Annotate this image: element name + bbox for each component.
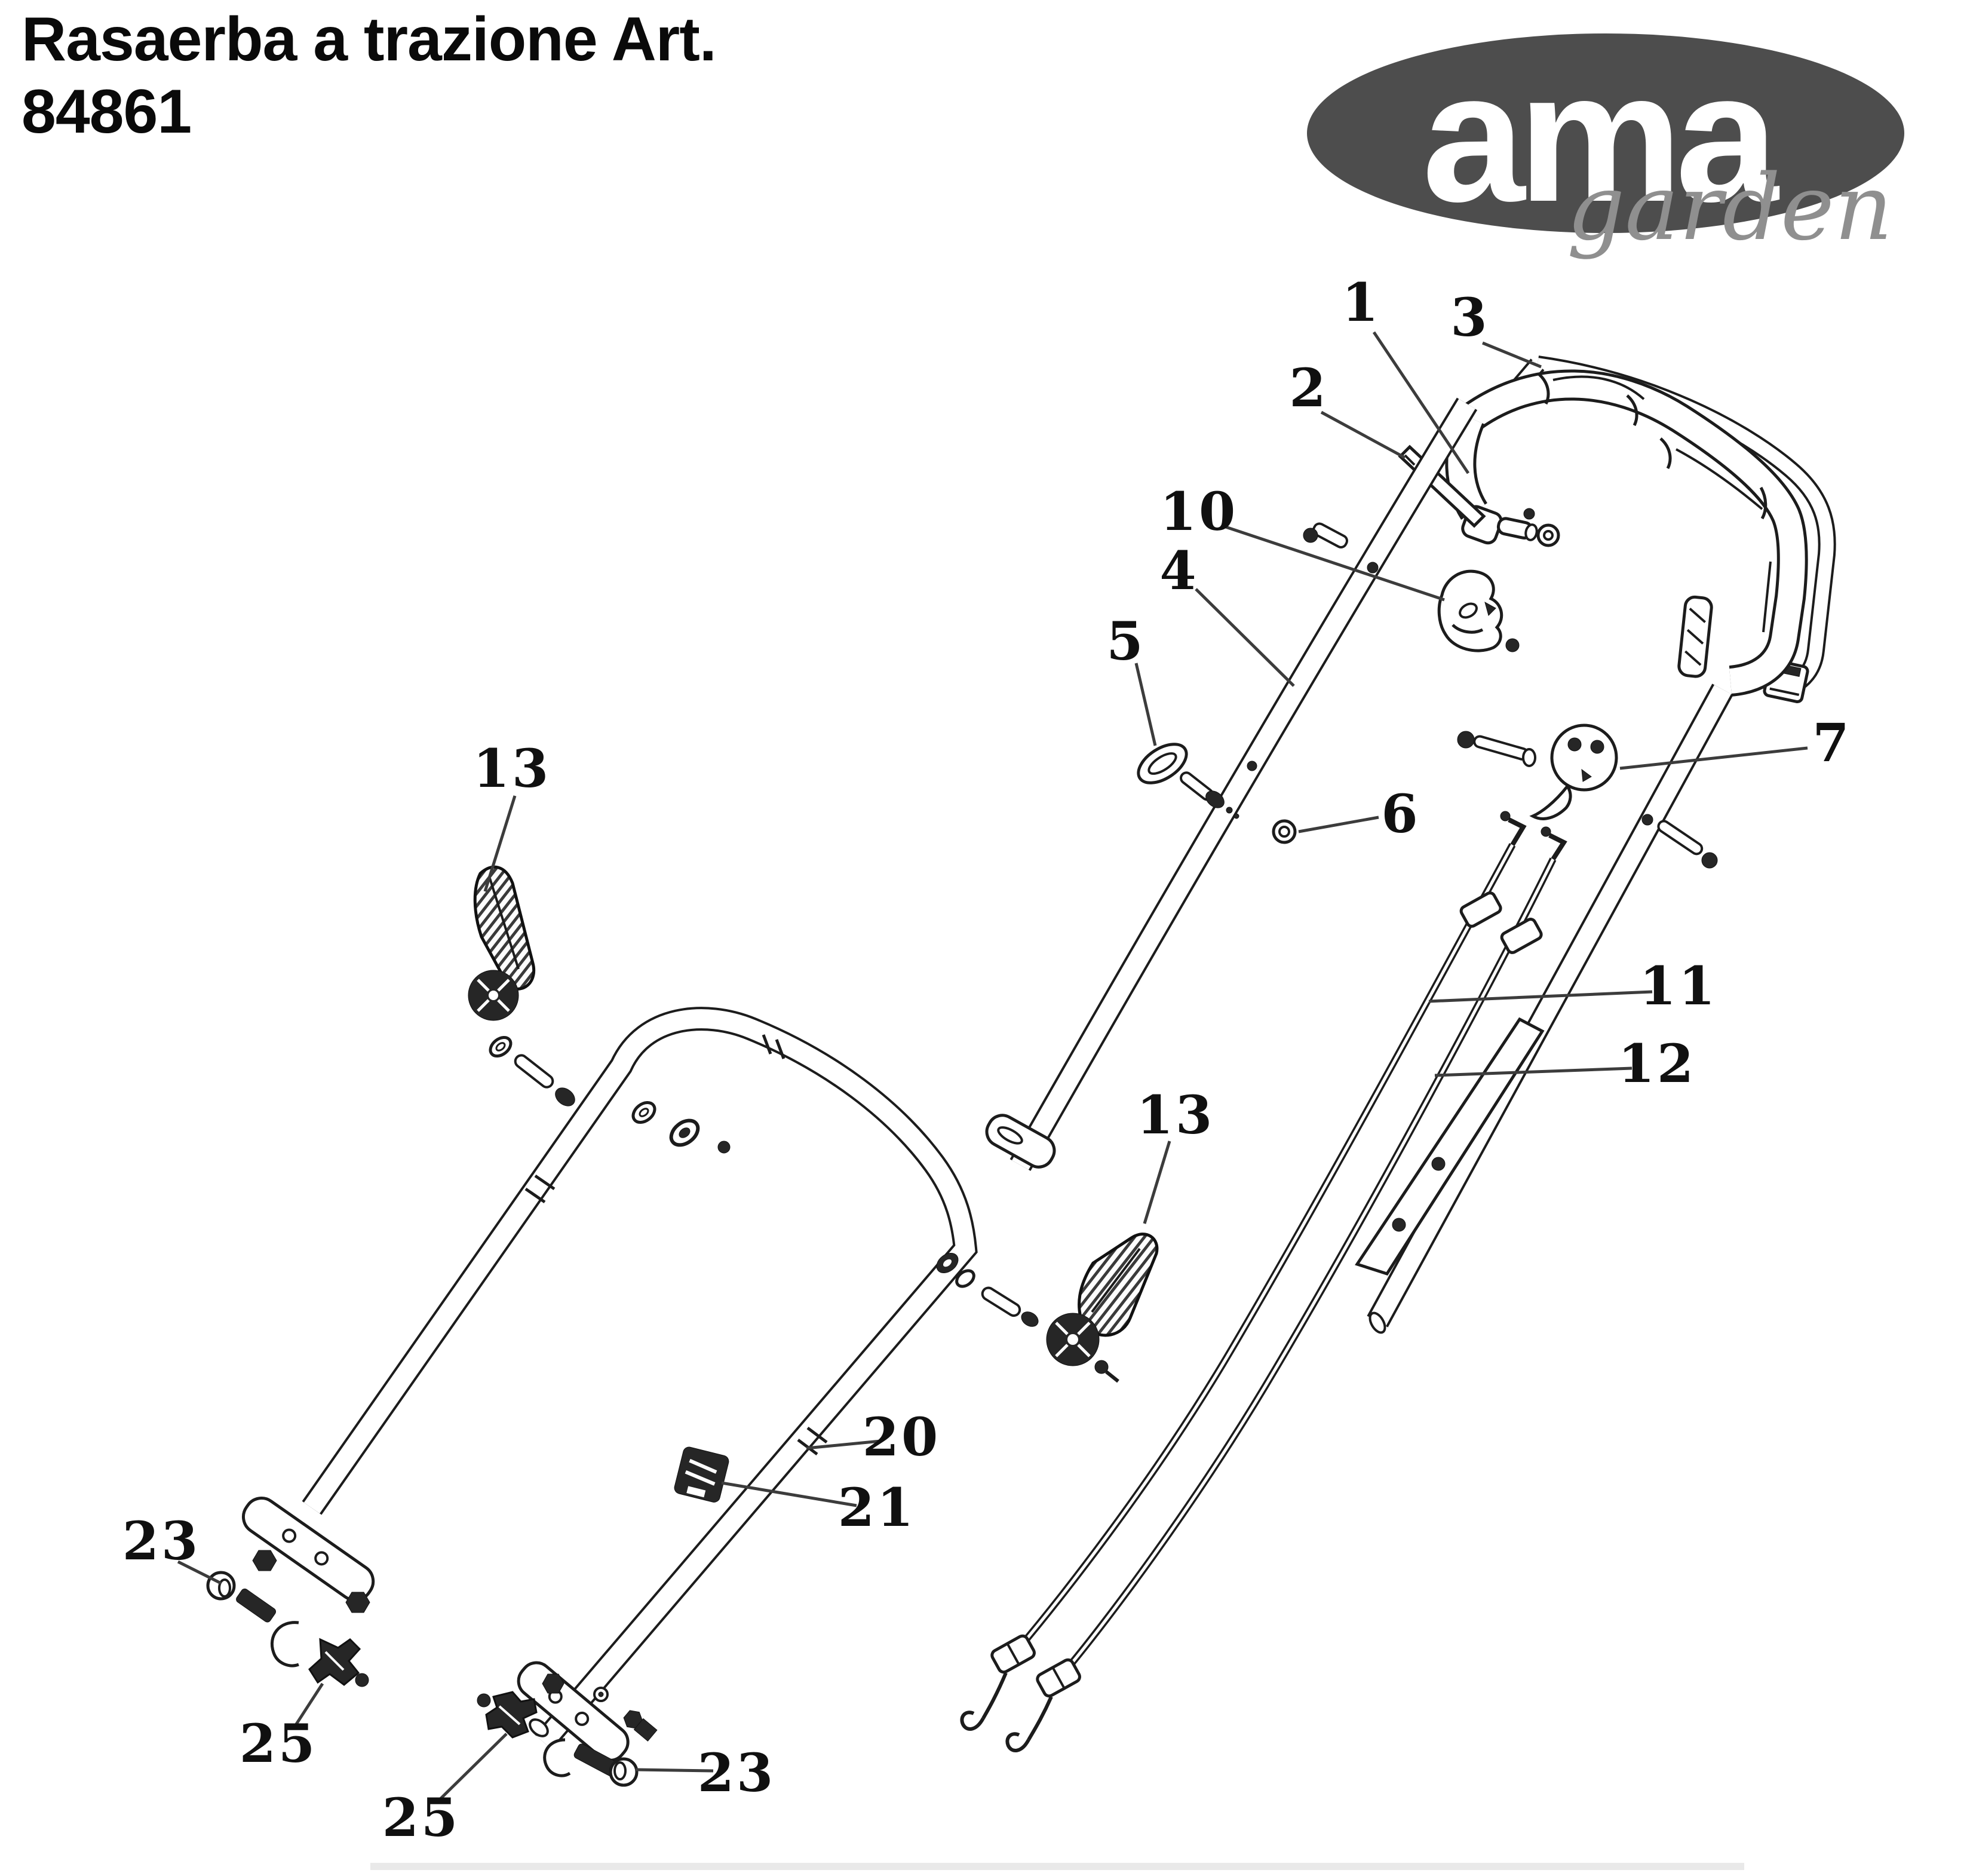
logo-ellipse — [1307, 33, 1904, 233]
leader-line-12 — [1434, 1066, 1633, 1077]
hex-nut-icon — [345, 1592, 370, 1613]
part-13-knob-right — [936, 1233, 1159, 1383]
leader-line-23b — [635, 1768, 714, 1773]
leader-line-4 — [1195, 588, 1295, 687]
leader-line-21 — [721, 1481, 857, 1507]
callout-5: 5 — [1106, 610, 1145, 672]
left-leg-hardware — [206, 1497, 375, 1687]
callout-23a: 23 — [122, 1510, 200, 1572]
part-11-cable — [960, 811, 1527, 1731]
part-20-lower-handle — [302, 1007, 978, 1750]
part-23-bolt-left — [206, 1571, 277, 1623]
part-25-bracket-left — [308, 1638, 369, 1687]
callout-21: 21 — [838, 1476, 916, 1538]
part-13-knob-left — [468, 865, 731, 1154]
part-7-cable-clamp — [1457, 724, 1718, 869]
leader-line-13a — [483, 795, 517, 892]
callout-6: 6 — [1381, 783, 1420, 845]
brand-logo: ama garden — [1307, 33, 1904, 260]
right-leg-hardware — [477, 1661, 658, 1787]
page-title-line1: Rasaerba a trazione Art. — [22, 5, 717, 74]
callout-12: 12 — [1618, 1032, 1696, 1095]
page-title: Rasaerba a trazione Art. 84861 — [22, 4, 953, 148]
callout-25b: 25 — [382, 1786, 460, 1849]
callout-11: 11 — [1640, 955, 1717, 1017]
callout-25a: 25 — [240, 1712, 317, 1774]
leader-line-5 — [1134, 663, 1157, 746]
logo-sub-text: garden — [1567, 155, 1893, 260]
part-21-cable-clip — [674, 1446, 729, 1503]
leader-line-10 — [1225, 525, 1445, 602]
callout-13a: 13 — [473, 737, 551, 799]
logo-brand-text: ama — [1422, 33, 1779, 240]
callout-13b: 13 — [1137, 1084, 1214, 1146]
leader-line-2 — [1320, 410, 1406, 459]
part-12-cable — [1005, 826, 1567, 1752]
part-23-bolt-right — [573, 1743, 639, 1787]
callout-10: 10 — [1160, 480, 1238, 542]
part-6-nut — [1272, 819, 1297, 844]
scan-artifact — [370, 1863, 1744, 1870]
callout-1: 1 — [1342, 271, 1380, 333]
part-10-clamp — [1303, 522, 1520, 652]
part-1-bail-handle — [1445, 369, 1808, 697]
brake-bar — [1355, 1017, 1545, 1276]
leader-line-13b — [1143, 1141, 1171, 1224]
leader-line-7 — [1619, 746, 1808, 770]
leader-line-20 — [806, 1439, 881, 1450]
callout-4: 4 — [1159, 539, 1198, 602]
screw-icon — [1303, 528, 1318, 543]
leader-line-11 — [1428, 990, 1653, 1003]
callout-20: 20 — [863, 1406, 940, 1468]
leader-line-25b — [436, 1733, 508, 1803]
leader-line-25a — [292, 1682, 324, 1729]
page-title-line2: 84861 — [22, 76, 192, 146]
bail-link-strap — [1677, 595, 1713, 678]
callout-2: 2 — [1289, 357, 1328, 419]
leader-line-6 — [1298, 816, 1379, 833]
callout-23b: 23 — [698, 1742, 775, 1804]
leader-line-23a — [177, 1560, 222, 1585]
part-25-bracket-right — [477, 1691, 538, 1739]
leader-line-1 — [1372, 331, 1470, 474]
part-4-handle-tube-left — [985, 397, 1478, 1171]
upper-handle-right-tube — [1367, 683, 1733, 1334]
hex-nut-icon — [252, 1550, 277, 1571]
hex-nut-icon — [542, 1673, 564, 1694]
part-5-cable-guide — [1137, 743, 1239, 819]
callout-3: 3 — [1450, 286, 1489, 348]
callout-7: 7 — [1812, 712, 1851, 774]
leader-line-3 — [1482, 341, 1542, 369]
